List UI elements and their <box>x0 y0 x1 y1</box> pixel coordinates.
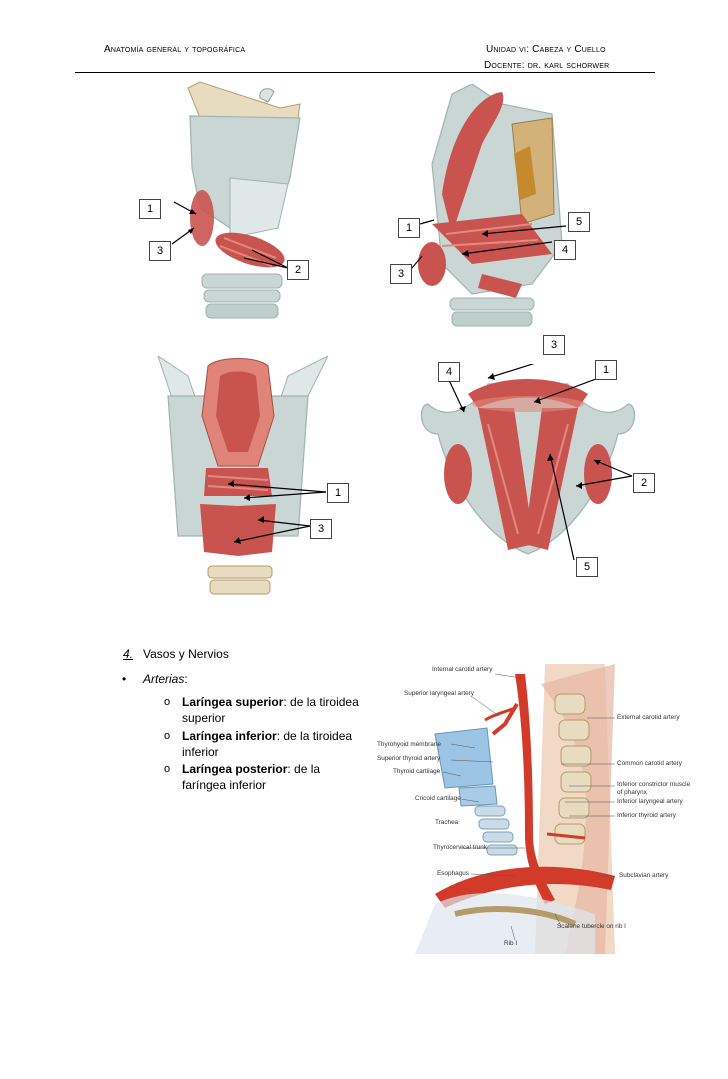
sub-marker: o <box>164 696 171 708</box>
label-superior-thyroid: Superior thyroid artery <box>377 755 441 762</box>
artery-name: Laríngea inferior <box>182 729 277 743</box>
label-inferior-constrictor-1: Inferior constrictor muscle <box>617 781 691 788</box>
figure4-label-5: 5 <box>576 557 598 577</box>
header-divider <box>75 72 655 73</box>
header-course-title: Anatomía general y topográfica <box>104 44 246 55</box>
figure2-label-3: 3 <box>390 264 412 284</box>
label-subclavian: Subclavian artery <box>619 872 669 879</box>
figure1-label-1: 1 <box>139 199 161 219</box>
section-heading: 4. Vasos y Nervios <box>123 647 229 661</box>
bullet-label: Arterias <box>143 672 185 686</box>
figure1-label-3: 3 <box>149 241 171 261</box>
sub-marker: o <box>164 763 171 775</box>
label-esophagus: Esophagus <box>437 870 469 877</box>
header-teacher: Docente: dr. karl schorwer <box>484 60 610 71</box>
artery-name: Laríngea posterior <box>182 762 288 776</box>
label-inferior-constrictor-2: of pharynx <box>617 789 647 796</box>
artery-origin: : de la tiroidea inferior <box>182 729 353 759</box>
figure-larynx-posterior <box>148 356 328 616</box>
figure2-label-4: 4 <box>554 240 576 260</box>
bullet-dot: • <box>122 672 127 686</box>
artery-name: Laríngea superior <box>182 695 284 709</box>
label-inferior-laryngeal: Inferior laryngeal artery <box>617 798 683 805</box>
label-external-carotid: External carotid artery <box>617 714 680 721</box>
section-title: Vasos y Nervios <box>143 647 229 661</box>
figure4-label-3: 3 <box>543 335 565 355</box>
figure4-label-4: 4 <box>438 362 460 382</box>
artery-origin: : de la tiroidea superior <box>182 695 359 725</box>
label-thyrohyoid: Thyrohyoid membrane <box>377 741 441 748</box>
label-trachea: Trachea <box>435 819 459 826</box>
label-rib: Rib I <box>504 940 518 947</box>
label-internal-carotid: Internal carotid artery <box>432 666 493 673</box>
bullet-colon: : <box>184 672 188 686</box>
label-thyrocervical: Thyrocervical trunk <box>433 844 487 851</box>
figure4-label-1: 1 <box>595 360 617 380</box>
sub-marker: o <box>164 730 171 742</box>
figure3-label-3: 3 <box>310 519 332 539</box>
figure-neck-arteries: Internal carotid artery Superior larynge… <box>375 664 695 960</box>
label-scalene: Scalene tubercle on rib I <box>557 923 626 930</box>
figure3-label-1: 1 <box>327 483 349 503</box>
figure2-label-5: 5 <box>568 212 590 232</box>
figure2-label-1: 1 <box>398 218 420 238</box>
label-thyroid-cartilage: Thyroid cartilage <box>393 768 441 775</box>
figure-larynx-superior <box>418 364 638 560</box>
figure4-label-2: 2 <box>633 473 655 493</box>
figure-larynx-posterolateral <box>412 84 572 344</box>
label-inferior-thyroid: Inferior thyroid artery <box>617 812 676 819</box>
figure-larynx-lateral <box>140 78 320 338</box>
figure1-label-2: 2 <box>287 260 309 280</box>
section-number: 4. <box>123 647 134 661</box>
label-cricoid: Cricoid cartilage <box>415 795 461 802</box>
header-unit: Unidad vi: Cabeza y Cuello <box>486 44 606 55</box>
label-common-carotid: Common carotid artery <box>617 760 682 767</box>
label-superior-laryngeal: Superior laryngeal artery <box>404 690 474 697</box>
artery-origin: : de la faríngea inferior <box>182 762 321 792</box>
